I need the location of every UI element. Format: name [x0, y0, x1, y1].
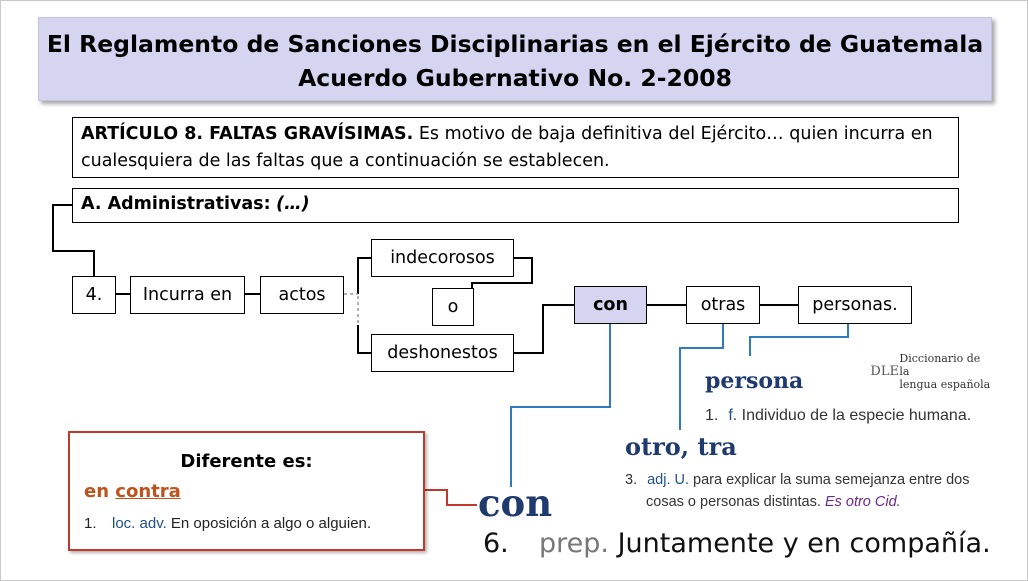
dle-logo: DLE Diccionario de la lengua española: [870, 350, 992, 392]
word-con: con: [574, 286, 647, 324]
dle-logo-line-2: lengua española: [899, 377, 991, 391]
connector-section-to-num: [52, 204, 95, 276]
connector-deshonestos-con: [514, 304, 574, 354]
contrast-box: Diferente es: en contra 1. loc. adv. En o…: [68, 431, 425, 551]
def-abbr: f.: [728, 407, 738, 424]
contrast-term: en contra: [84, 481, 181, 502]
def-num: 1.: [84, 515, 97, 532]
def-num: 1.: [705, 407, 719, 424]
connector-contrast: [425, 489, 477, 506]
article-heading: ARTÍCULO 8. FALTAS GRAVÍSIMAS.: [81, 124, 414, 144]
word-personas: personas.: [798, 286, 912, 324]
section-label: A. Administrativas:: [81, 194, 271, 214]
def-abbr: adj. U.: [647, 472, 690, 488]
connector-otras-dict: [679, 323, 724, 430]
title-line-2: Acuerdo Gubernativo No. 2-2008: [298, 64, 732, 92]
headword-persona: persona: [705, 368, 804, 394]
section-box: A. Administrativas: (…): [72, 188, 959, 223]
headword-con: con: [478, 481, 553, 525]
contrast-term-underlined: contra: [115, 481, 181, 502]
dle-logo-mark: DLE: [870, 363, 899, 379]
contrast-term-prefix: en: [84, 481, 116, 502]
dle-logo-text: Diccionario de la lengua española: [899, 352, 992, 391]
def-text: En oposición a algo o alguien.: [166, 515, 372, 532]
headword-otro: otro, tra: [625, 432, 737, 461]
definition-con: 6. prep. Juntamente y en compañía.: [483, 528, 991, 559]
def-text-line-1: para explicar la suma semejanza entre do…: [689, 472, 970, 488]
def-num: 3.: [625, 472, 638, 488]
connector-to-indecorosos: [357, 257, 371, 294]
def-example: Es otro Cid.: [824, 494, 901, 510]
word-deshonestos: deshonestos: [371, 334, 514, 372]
word-actos: actos: [260, 276, 344, 314]
word-indecorosos: indecorosos: [371, 239, 514, 277]
connector-indecorosos-o: [471, 257, 533, 288]
def-text-line-2: cosas o personas distintas.: [646, 494, 821, 510]
word-o: o: [432, 288, 474, 326]
word-incurra: Incurra en: [130, 276, 245, 314]
dle-logo-line-1: Diccionario de la: [899, 351, 981, 378]
def-abbr: prep.: [539, 528, 609, 559]
section-ellipsis: (…): [276, 194, 310, 214]
slide-title: El Reglamento de Sanciones Disciplinaria…: [38, 17, 992, 101]
definition-persona: 1. f. Individuo de la especie humana.: [705, 407, 971, 425]
connector-to-deshonestos: [357, 325, 371, 354]
article-text: Es motivo de baja definitiva del Ejércit…: [81, 124, 933, 171]
def-text: Juntamente y en compañía.: [608, 528, 991, 559]
def-num: 6.: [483, 528, 509, 559]
contrast-definition: 1. loc. adv. En oposición a algo o alguie…: [84, 515, 371, 532]
connector-personas-dict: [749, 323, 849, 356]
def-text: Individuo de la especie humana.: [737, 407, 972, 424]
word-otras: otras: [686, 286, 760, 324]
contrast-heading: Diferente es:: [180, 451, 313, 472]
definition-otro: 3. adj. U. para explicar la suma semejanz…: [625, 469, 970, 513]
title-line-1: El Reglamento de Sanciones Disciplinaria…: [46, 30, 984, 58]
article-box: ARTÍCULO 8. FALTAS GRAVÍSIMAS. Es motivo…: [72, 117, 959, 178]
connector-con-dict: [510, 323, 611, 487]
def-abbr: loc. adv.: [112, 515, 167, 532]
word-num: 4.: [72, 276, 116, 314]
